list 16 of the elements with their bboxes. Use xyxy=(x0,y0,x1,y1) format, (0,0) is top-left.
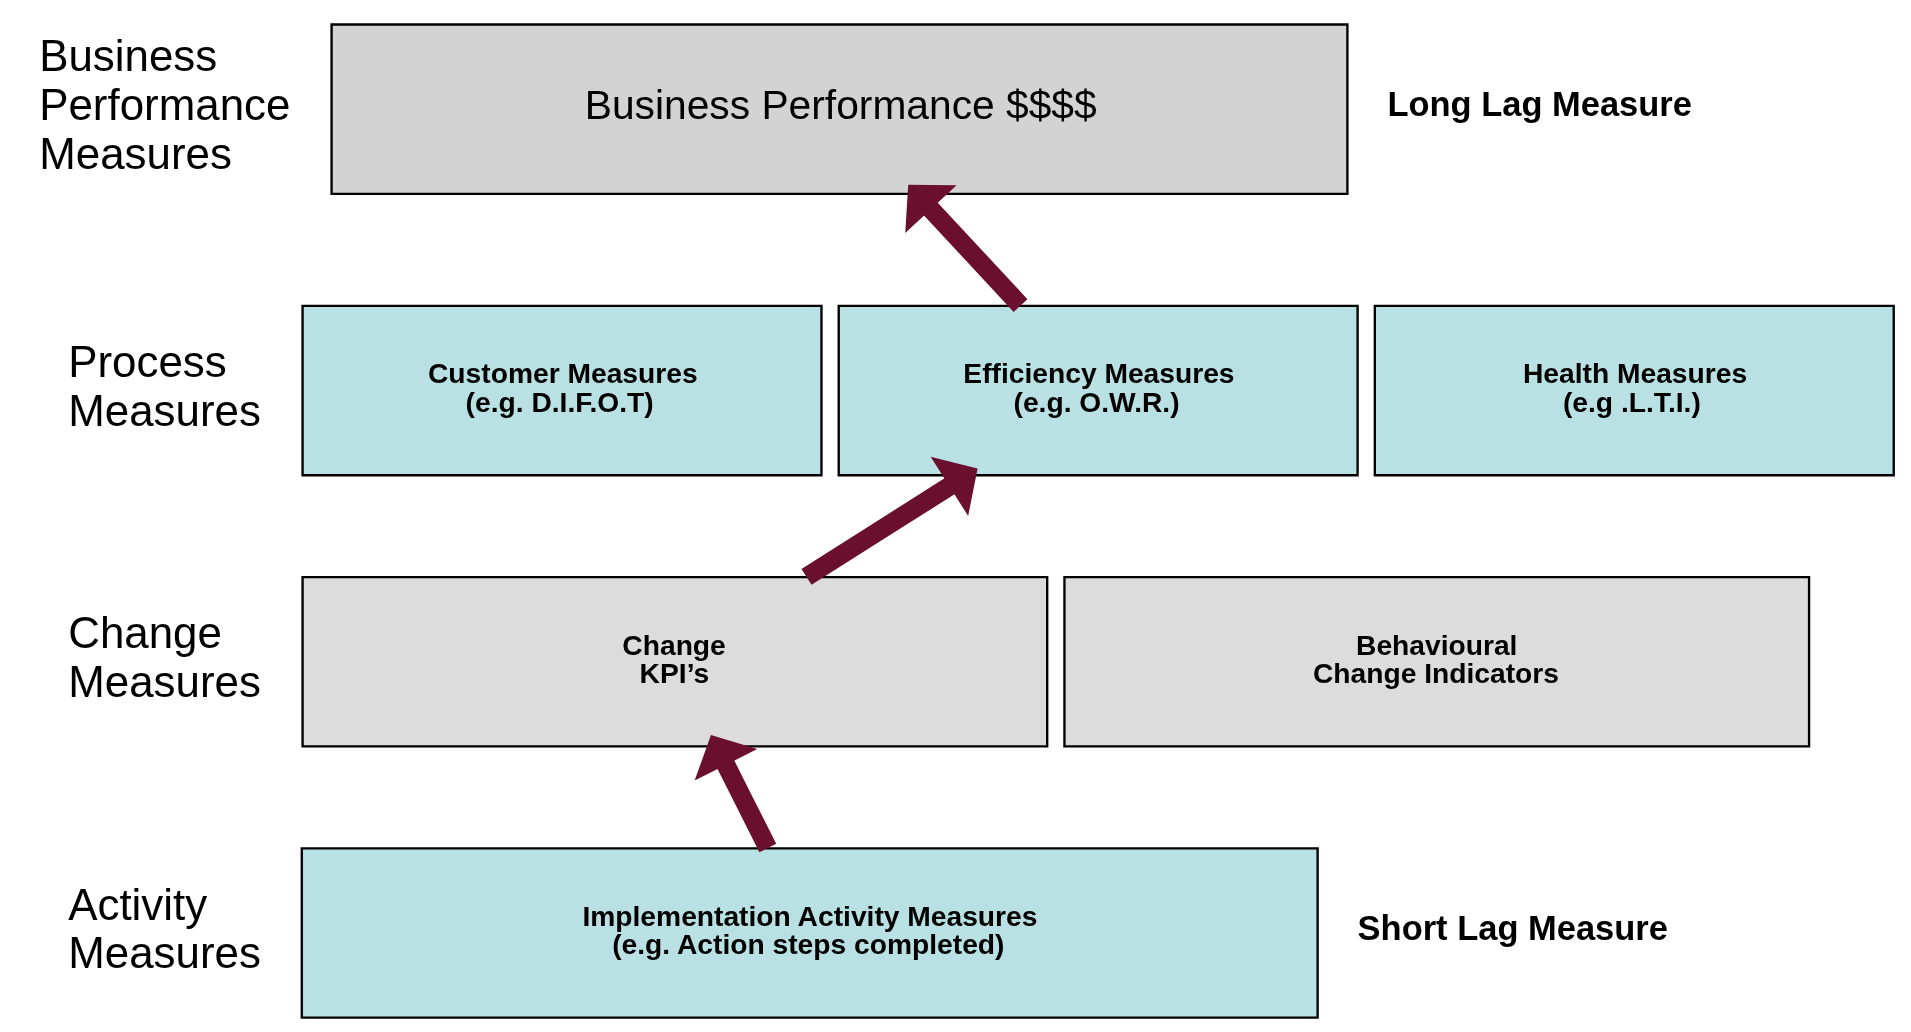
label: Business Performance Measures xyxy=(39,31,291,178)
label: Change Measures xyxy=(68,608,261,706)
label: Long Lag Measure xyxy=(1387,85,1692,124)
node-box: Customer Measures (e.g. D.I.F.O.T) xyxy=(301,304,823,477)
label: Short Lag Measure xyxy=(1357,909,1668,948)
arrow xyxy=(905,184,1028,312)
node-box: Health Measures (e.g .L.T.I.) xyxy=(1373,304,1895,477)
node-box: Business Performance $$$$ xyxy=(330,23,1349,196)
label: Process Measures xyxy=(68,337,261,435)
node-box: Implementation Activity Measures (e.g. Action steps completed) xyxy=(300,847,1319,1019)
label: Activity Measures xyxy=(68,879,261,978)
arrow xyxy=(694,735,777,853)
node-box: Efficiency Measures (e.g. O.W.R.) xyxy=(837,304,1359,477)
arrow xyxy=(801,456,978,585)
node-box: Change KPI’s xyxy=(301,575,1049,748)
node-box: Behavioural Change Indicators xyxy=(1063,575,1811,748)
